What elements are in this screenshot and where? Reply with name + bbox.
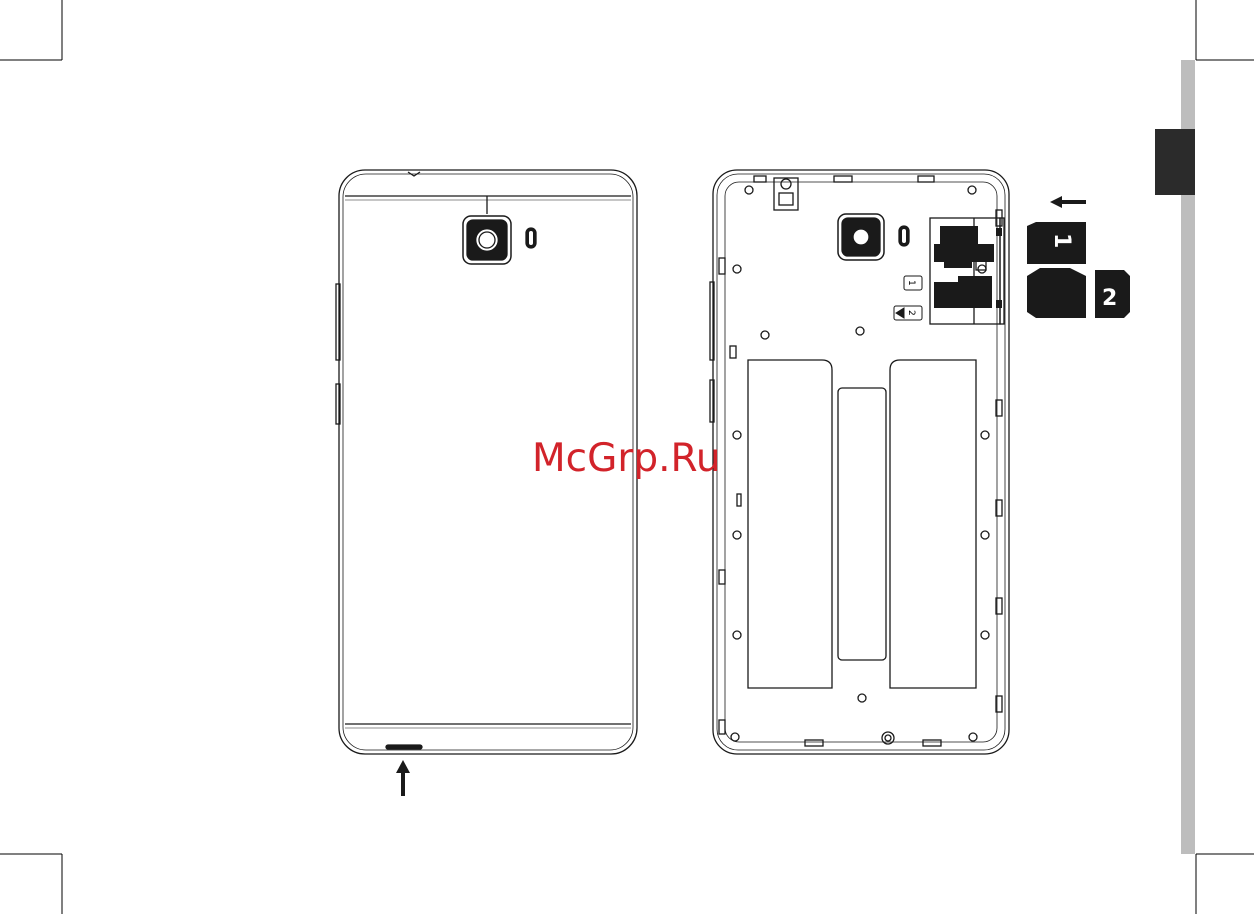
- slot-label-1: 1: [906, 280, 916, 286]
- insert-arrow-up: [396, 760, 410, 796]
- sim-slot-contacts: [934, 226, 1002, 308]
- insert-arrow-left: [1050, 196, 1086, 208]
- chapter-tab: [1155, 129, 1195, 195]
- sim-card-1-icon: 1: [1027, 222, 1086, 318]
- sim-card-2-icon: 2: [1095, 270, 1130, 318]
- slot-label-2: 2: [906, 310, 916, 316]
- sim-card-1-label: 1: [1049, 233, 1074, 248]
- watermark-text: McGrp.Ru: [532, 436, 721, 481]
- sim-card-2-label: 2: [1102, 286, 1117, 311]
